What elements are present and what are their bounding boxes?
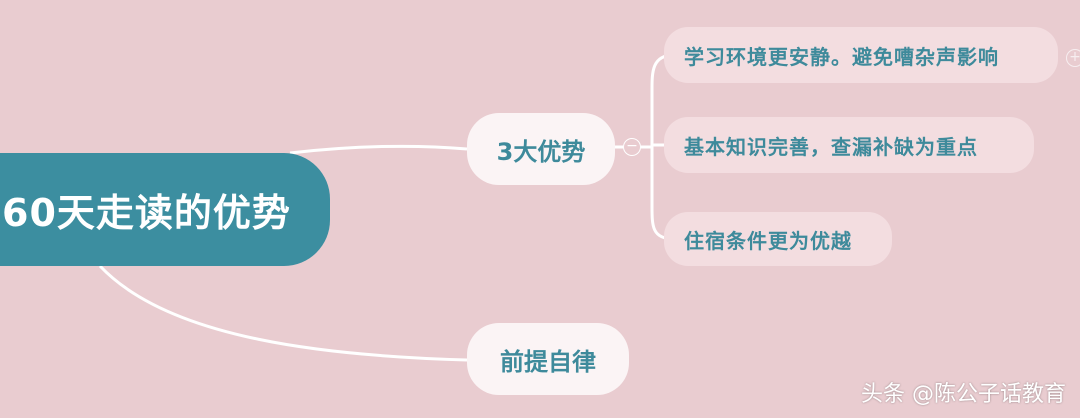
connector-root-to-discipline: [98, 264, 468, 362]
branch-node-label: 3大优势: [496, 137, 586, 166]
leaf-node-label: 学习环境更安静。避免嘈杂声影响: [684, 44, 999, 69]
leaf-node-label: 住宿条件更为优越: [684, 228, 852, 253]
branch-node-label: 前提自律: [500, 347, 596, 376]
leaf-node-label: 基本知识完善，查漏补缺为重点: [684, 134, 978, 159]
collapse-minus-circle-icon[interactable]: −: [623, 138, 641, 156]
connector-root-to-advantages: [289, 144, 468, 155]
branch-node-advantages[interactable]: 3大优势: [467, 113, 615, 185]
leaf-node-accommodation[interactable]: 住宿条件更为优越: [664, 212, 892, 266]
leaf-node-quiet-environment[interactable]: 学习环境更安静。避免嘈杂声影响: [664, 27, 1058, 83]
leaf-node-basic-knowledge[interactable]: 基本知识完善，查漏补缺为重点: [664, 117, 1034, 173]
root-node[interactable]: 60天走读的优势: [0, 153, 330, 266]
branch-node-self-discipline[interactable]: 前提自律: [467, 323, 629, 395]
root-node-label: 60天走读的优势: [2, 191, 291, 235]
watermark: 头条 @陈公子话教育: [861, 382, 1066, 407]
expand-plus-circle-icon[interactable]: +: [1066, 49, 1080, 67]
